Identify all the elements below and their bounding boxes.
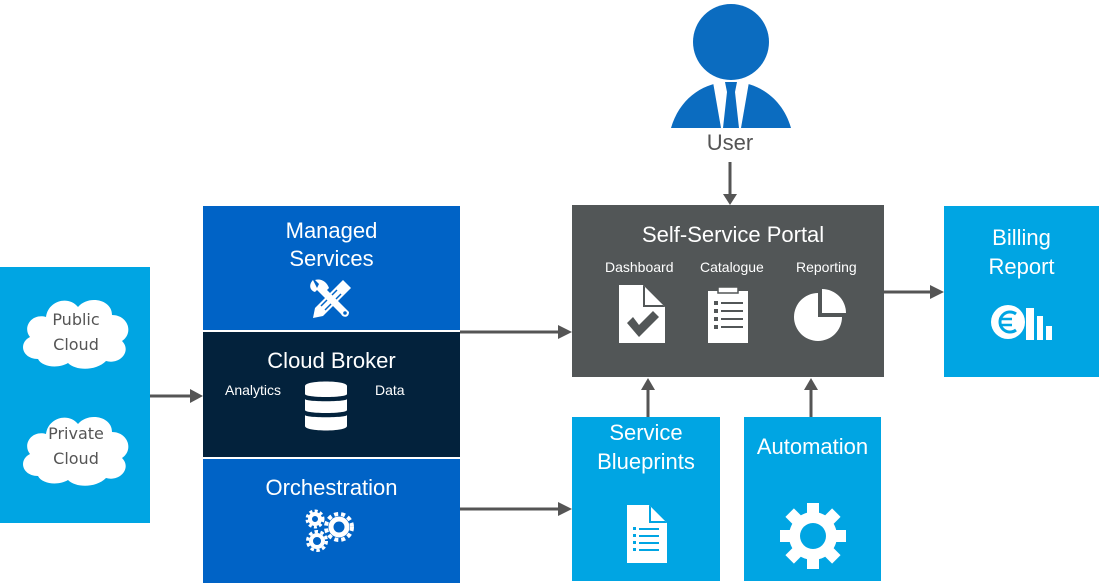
automation-title: Automation: [756, 434, 869, 459]
billing-title-line2: Report: [988, 254, 1055, 279]
database-icon: [305, 381, 347, 431]
arrow-blueprints-to-portal: [641, 378, 655, 417]
blueprints-title-line1: Service: [609, 420, 683, 445]
user-icon: [671, 4, 791, 128]
cloud-label-line2: Cloud: [53, 449, 99, 468]
cloud-sources-box: Public Cloud Private Cloud: [0, 267, 150, 523]
document-list-icon: [627, 505, 667, 563]
cloud-label-line2: Cloud: [53, 335, 99, 354]
tools-icon: [310, 279, 351, 318]
orchestration-box: Orchestration: [203, 459, 460, 583]
data-label: Data: [375, 382, 405, 398]
pie-chart-icon: [794, 289, 846, 341]
arrow-managed-to-portal: [460, 325, 572, 339]
cloud-icon: [23, 300, 129, 369]
reporting-label: Reporting: [796, 259, 857, 275]
private-cloud: Private Cloud: [16, 410, 136, 488]
service-blueprints-box: Service Blueprints: [572, 417, 720, 581]
cloud-label-line1: Public: [52, 310, 100, 329]
document-check-icon: [619, 285, 665, 343]
portal-title: Self-Service Portal: [642, 222, 825, 247]
gears-icon: [305, 509, 354, 552]
gear-icon: [780, 503, 846, 569]
arrow-orchestration-to-blueprints: [460, 502, 572, 516]
euro-chart-icon: [991, 305, 1052, 340]
dashboard-label: Dashboard: [605, 259, 674, 275]
billing-report-box: Billing Report: [944, 206, 1099, 377]
catalogue-label: Catalogue: [700, 259, 764, 275]
cloud-broker-box: Cloud Broker Analytics Data: [203, 332, 460, 457]
self-service-portal-box: Self-Service Portal Dashboard Catalogue …: [572, 205, 884, 377]
clipboard-list-icon: [708, 287, 748, 343]
arrow-user-to-portal: [723, 162, 737, 205]
public-cloud: Public Cloud: [16, 293, 136, 371]
arrow-sources-to-broker: [150, 389, 203, 403]
cloud-icon: [23, 417, 129, 486]
arrow-portal-to-billing: [884, 285, 944, 299]
user-label: User: [706, 130, 754, 155]
blueprints-title-line2: Blueprints: [597, 449, 695, 474]
managed-services-title-line2: Services: [289, 246, 374, 271]
managed-services-title-line1: Managed: [285, 218, 378, 243]
automation-box: Automation: [744, 417, 881, 581]
arrow-automation-to-portal: [804, 378, 818, 417]
billing-title-line1: Billing: [992, 225, 1051, 250]
orchestration-title: Orchestration: [265, 475, 398, 500]
cloud-label-line1: Private: [48, 424, 104, 443]
managed-services-box: Managed Services: [203, 206, 460, 330]
cloud-broker-title: Cloud Broker: [267, 348, 396, 373]
analytics-label: Analytics: [225, 382, 282, 398]
